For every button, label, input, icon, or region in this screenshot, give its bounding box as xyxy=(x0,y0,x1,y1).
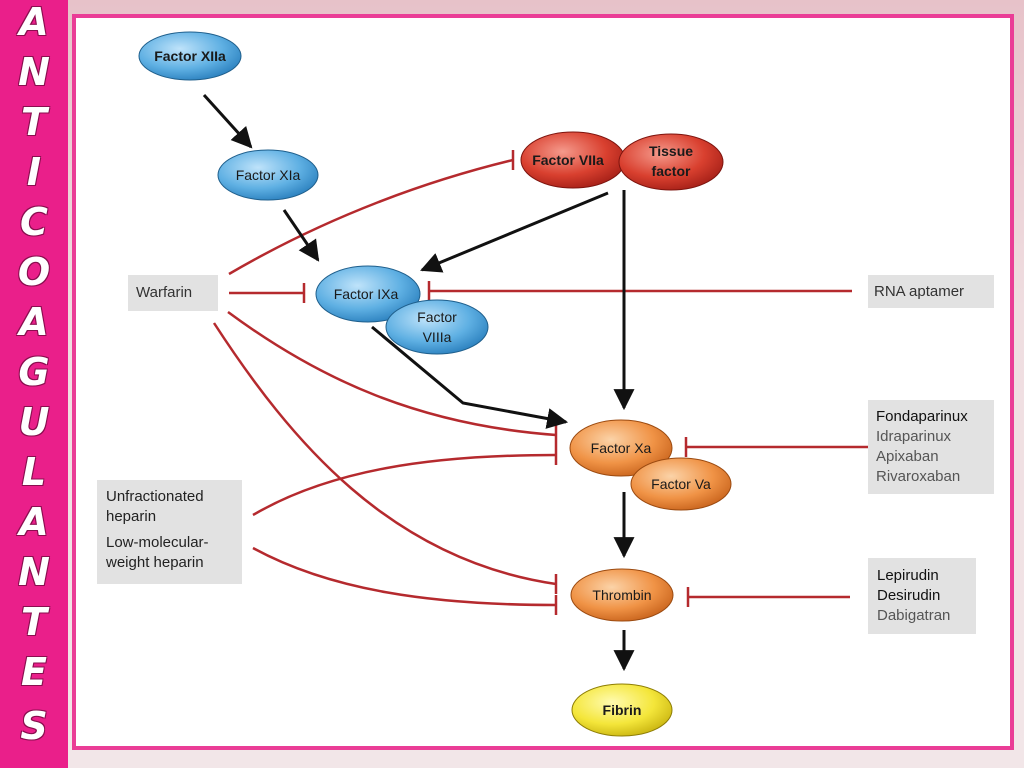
xa-inhibitors-box: Fondaparinux Idraparinux Apixaban Rivaro… xyxy=(868,400,994,494)
title-letter: I xyxy=(26,150,42,194)
node-factor-ixa: Factor IXa xyxy=(315,265,421,323)
node-fibrin: Fibrin xyxy=(571,683,673,737)
arrow-viia-ixa xyxy=(420,191,609,273)
node-tissue-factor: Tissue factor xyxy=(618,133,724,191)
lepirudin-label: Lepirudin xyxy=(877,567,939,584)
heparins-box: Unfractionated heparin Low-molecular- we… xyxy=(97,480,242,584)
arrow-ixa-xa xyxy=(371,325,569,429)
dabigatran-label: Dabigatran xyxy=(877,607,951,624)
title-letter: A xyxy=(19,500,49,544)
factor-xiia-label: Factor XIIa xyxy=(154,48,226,64)
inhibition-lines xyxy=(212,150,868,615)
fibrin-label: Fibrin xyxy=(603,702,642,718)
node-factor-xiia: Factor XIIa xyxy=(138,31,242,81)
inhibit-warfarin-thrombin xyxy=(212,322,557,586)
title-letter: N xyxy=(18,50,50,94)
title-sidebar: A N T I C O A G U L A N T E S xyxy=(0,0,68,768)
node-factor-xa: Factor Xa xyxy=(569,419,673,477)
inhibit-heparin-thrombin xyxy=(252,546,557,607)
lmw-heparin-label: weight heparin xyxy=(106,554,204,571)
factor-va-label: Factor Va xyxy=(651,476,711,492)
node-thrombin: Thrombin xyxy=(570,568,674,622)
title-letter: E xyxy=(21,650,47,694)
factor-viiia-label: VIIIa xyxy=(423,329,452,345)
arrow-xia-ixa xyxy=(282,209,320,262)
title-letter: O xyxy=(17,250,51,294)
factor-xa-label: Factor Xa xyxy=(591,440,652,456)
inhibit-warfarin-xa xyxy=(227,310,557,437)
node-factor-viiia: Factor VIIIa xyxy=(385,299,489,355)
title-letter: G xyxy=(18,350,50,394)
inhibit-warfarin-viia xyxy=(228,158,514,276)
title-letter: S xyxy=(20,704,48,748)
activation-arrows xyxy=(202,93,635,672)
fondaparinux-label: Fondaparinux xyxy=(876,408,968,425)
desirudin-label: Desirudin xyxy=(877,587,941,604)
warfarin-label: Warfarin xyxy=(136,284,193,301)
lmw-heparin-label: Low-molecular- xyxy=(106,534,209,551)
node-factor-viia: Factor VIIa xyxy=(520,131,626,189)
title-letter: T xyxy=(21,600,47,644)
title-letter: C xyxy=(20,200,48,244)
rna-aptamer-label: RNA aptamer xyxy=(874,283,965,300)
factor-xia-label: Factor XIa xyxy=(236,167,301,183)
title-letter: A xyxy=(19,300,49,344)
factor-ixa-label: Factor IXa xyxy=(334,286,399,302)
tissue-factor-label: factor xyxy=(652,163,691,179)
thrombin-label: Thrombin xyxy=(592,587,651,603)
unfractionated-heparin-label: heparin xyxy=(106,508,157,525)
title-letter: N xyxy=(18,550,50,594)
title-letter: L xyxy=(21,450,47,494)
factor-viia-label: Factor VIIa xyxy=(532,152,604,168)
apixaban-label: Apixaban xyxy=(876,448,939,465)
rna-aptamer-box: RNA aptamer xyxy=(868,275,994,308)
idraparinux-label: Idraparinux xyxy=(876,428,952,445)
unfractionated-heparin-label: Unfractionated xyxy=(106,488,204,505)
node-factor-xia: Factor XIa xyxy=(217,149,319,201)
thrombin-inhibitors-box: Lepirudin Desirudin Dabigatran xyxy=(868,558,976,634)
factor-viiia-label: Factor xyxy=(417,309,457,325)
node-factor-va: Factor Va xyxy=(630,457,732,511)
title-letter: T xyxy=(21,100,47,144)
tissue-factor-label: Tissue xyxy=(649,143,693,159)
title-letter: A xyxy=(19,0,49,44)
title-letter: U xyxy=(18,400,50,444)
warfarin-box: Warfarin xyxy=(128,275,218,311)
inhibit-heparin-xa xyxy=(252,453,557,517)
rivaroxaban-label: Rivaroxaban xyxy=(876,468,961,485)
arrow-xiia-xia xyxy=(202,93,253,149)
